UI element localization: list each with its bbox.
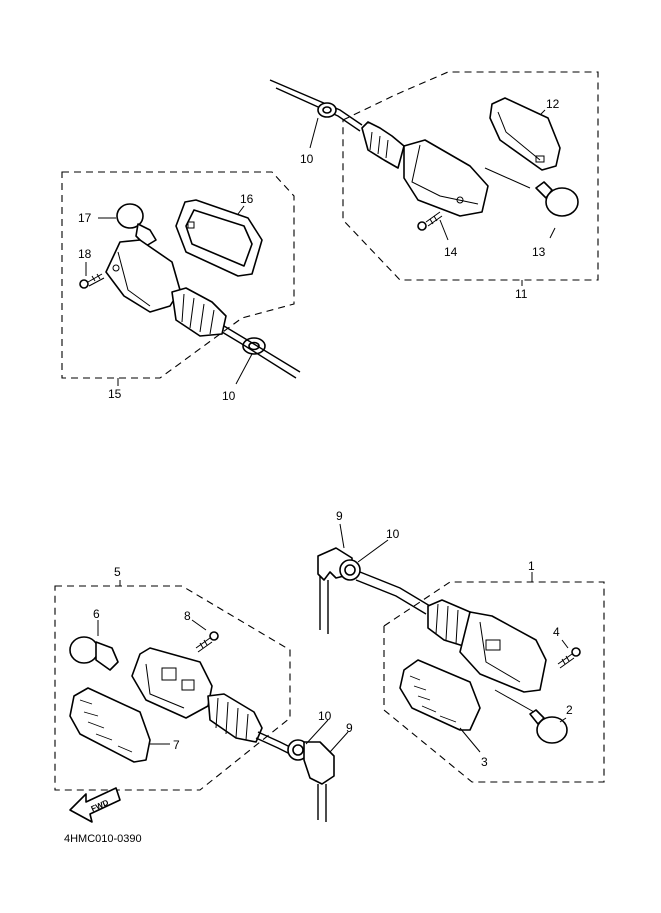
bulb-17 [116, 203, 157, 247]
label-8: 8 [184, 609, 191, 623]
screw-14 [417, 211, 443, 231]
turn-signal-body-15 [105, 239, 227, 337]
label-15: 15 [108, 387, 122, 401]
label-13: 13 [532, 245, 546, 259]
grommet-10-mid [242, 337, 266, 355]
grommet-10-bottom-right [339, 559, 361, 581]
assembly-1: 1 4 2 3 9 10 [317, 509, 605, 783]
bulb-6 [69, 636, 119, 671]
label-2: 2 [566, 703, 573, 717]
connector-9-bottom [303, 741, 335, 822]
label-10-mid: 10 [222, 389, 236, 403]
label-18: 18 [78, 247, 92, 261]
screw-4 [557, 647, 581, 669]
screw-18 [79, 273, 105, 289]
diagram-code: 4HMC010-0390 [64, 833, 142, 845]
label-10: 10 [300, 152, 314, 166]
lens-16 [175, 199, 263, 277]
label-14: 14 [444, 245, 458, 259]
grommet-10-top [317, 102, 337, 118]
label-3: 3 [481, 755, 488, 769]
assembly-15: 16 17 18 10 15 [61, 171, 301, 403]
label-11: 11 [515, 287, 528, 301]
label-7: 7 [173, 738, 180, 752]
label-16: 16 [240, 192, 254, 206]
label-12: 12 [546, 97, 560, 111]
label-9-bottom: 9 [346, 721, 353, 735]
assembly-11: 12 13 14 10 11 [269, 71, 599, 301]
turn-signal-body-1 [427, 599, 547, 693]
label-10-bottom-left: 10 [318, 709, 332, 723]
fwd-arrow-icon: FWD [69, 787, 121, 823]
label-6: 6 [93, 607, 100, 621]
screw-8 [195, 631, 219, 653]
turn-signal-body-11 [361, 121, 489, 217]
label-9-top: 9 [336, 509, 343, 523]
bulb-2 [529, 709, 568, 744]
label-5: 5 [114, 565, 121, 579]
label-17: 17 [78, 211, 92, 225]
label-1: 1 [528, 559, 535, 573]
label-4: 4 [553, 625, 560, 639]
lens-3 [399, 659, 481, 731]
bulb-13 [535, 181, 579, 217]
label-10-bottom-right: 10 [386, 527, 400, 541]
lens-12 [489, 97, 561, 171]
assembly-5: 6 8 7 5 10 9 [54, 565, 353, 822]
turn-signal-body-5 [131, 647, 263, 743]
lens-7 [69, 687, 151, 763]
